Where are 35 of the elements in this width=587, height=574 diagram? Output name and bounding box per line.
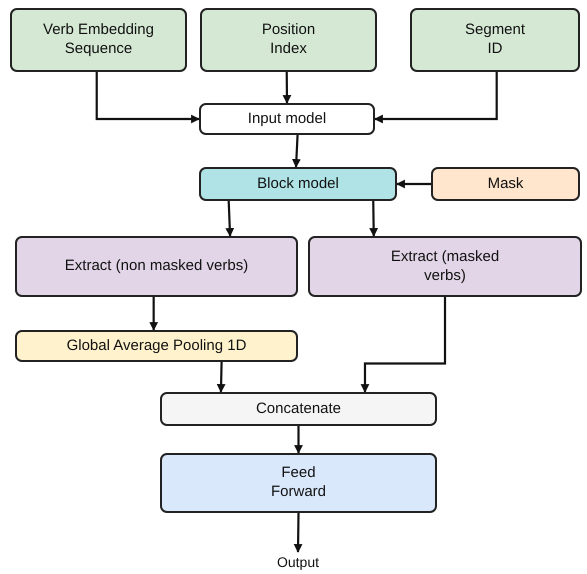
arrow	[282, 72, 292, 104]
node-label: Segment ID	[465, 21, 525, 59]
node-label: Feed Forward	[270, 464, 327, 502]
node-label: Global Average Pooling 1D	[66, 336, 246, 356]
node-label: Concatenate	[256, 400, 342, 418]
process-box	[308, 236, 582, 297]
process-box	[160, 453, 437, 513]
arrow	[294, 512, 302, 553]
node-label: Extract (masked verbs)	[390, 248, 500, 286]
arrow	[374, 72, 498, 124]
arrow	[360, 297, 446, 393]
node-label: Input model	[248, 110, 326, 128]
process-box	[15, 236, 298, 297]
arrow	[396, 180, 431, 188]
input-box	[410, 8, 580, 72]
arrow	[96, 72, 200, 124]
arrow	[369, 200, 378, 237]
node-label: Output	[276, 554, 320, 572]
process-box	[199, 103, 375, 135]
arrow	[216, 362, 226, 393]
arrow	[225, 200, 234, 237]
arrow	[149, 297, 158, 331]
input-box	[431, 167, 580, 201]
node-label: Verb Embedding Sequence	[42, 21, 155, 59]
arrow	[294, 426, 303, 454]
node-label: Extract (non masked verbs)	[64, 257, 248, 276]
process-box	[15, 330, 298, 362]
arrow	[292, 134, 301, 168]
input-box	[200, 8, 377, 72]
node-label: Mask	[488, 174, 524, 194]
node-label: Position Index	[260, 21, 316, 59]
process-box	[160, 392, 437, 426]
input-box	[10, 8, 187, 72]
node-label: Block model	[257, 174, 339, 194]
process-box	[199, 167, 397, 201]
